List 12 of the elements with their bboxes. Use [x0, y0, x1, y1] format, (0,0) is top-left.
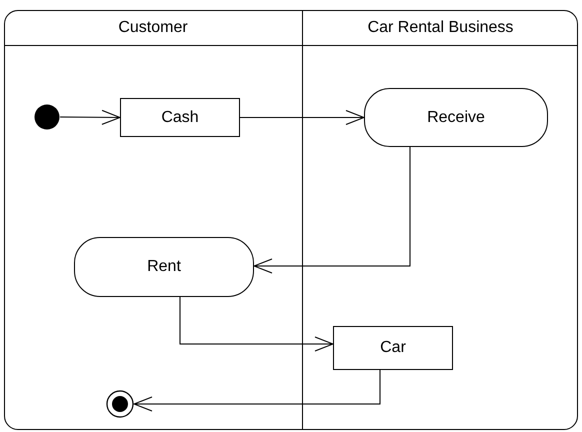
object-node: Cash	[120, 98, 240, 137]
arrow	[254, 146, 410, 274]
object-node: Car	[333, 326, 453, 370]
action-node: Rent	[74, 237, 254, 297]
arrow	[60, 110, 120, 125]
action-node: Receive	[364, 88, 548, 147]
lane-heading: Car Rental Business	[303, 10, 578, 46]
arrow	[180, 296, 334, 352]
arrow	[134, 370, 380, 412]
arrow	[240, 110, 364, 125]
lane-heading: Customer	[4, 10, 302, 46]
swimlane	[4, 10, 303, 430]
